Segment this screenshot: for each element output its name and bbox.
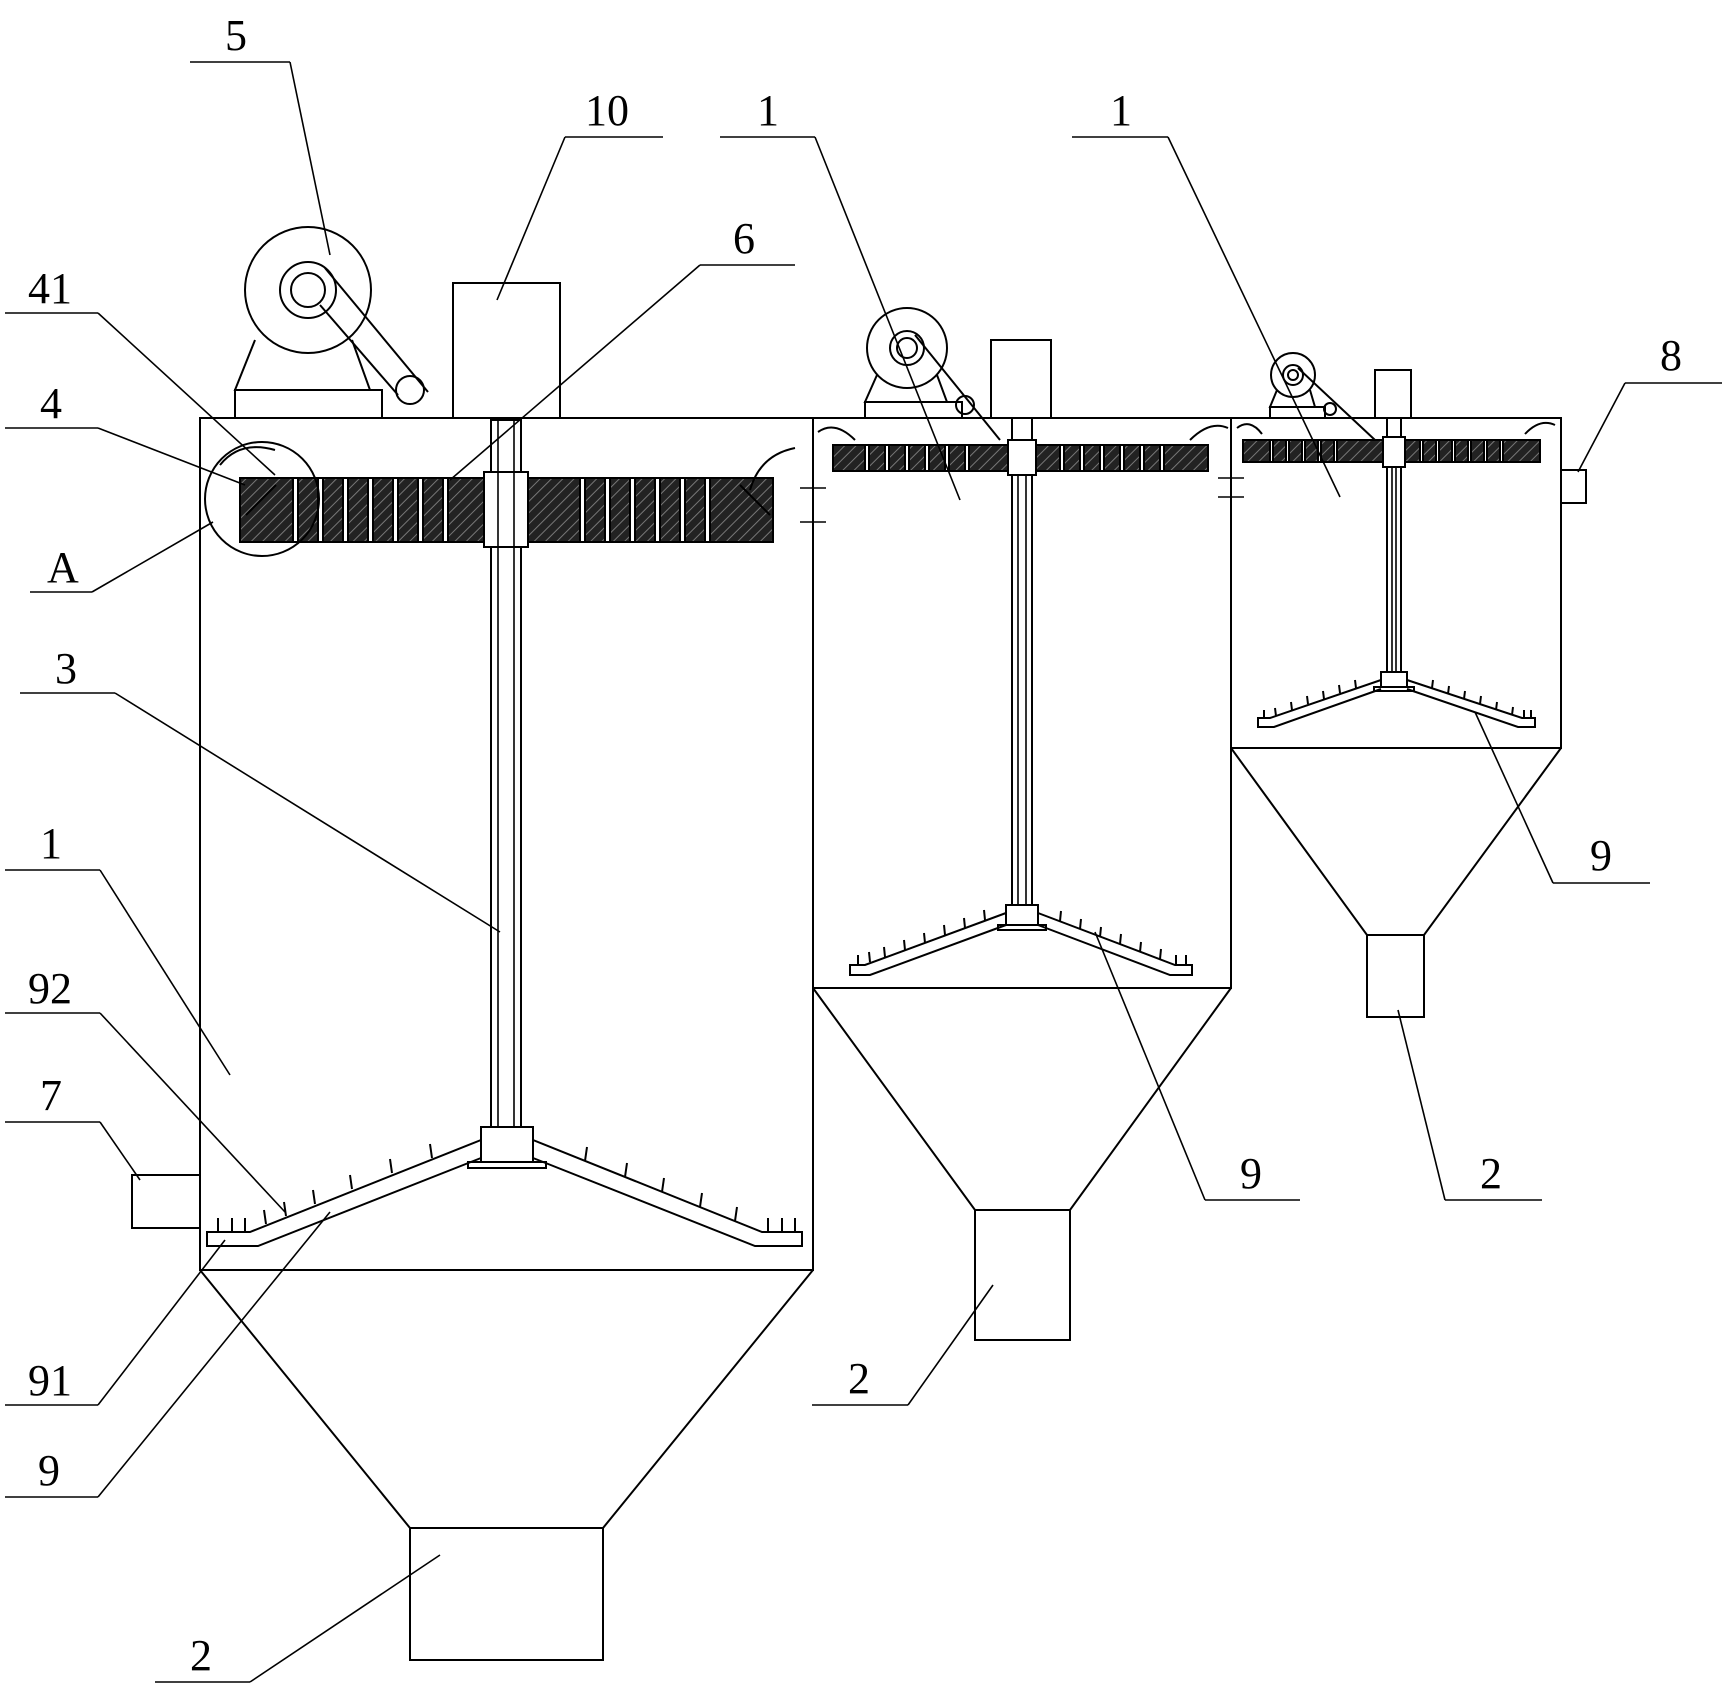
shaft-large xyxy=(490,546,522,1128)
label-91: 91 xyxy=(28,1356,72,1405)
reference-labels: 5 10 6 41 4 A 3 1 92 7 91 9 2 1 1 8 9 9 … xyxy=(28,11,1682,1680)
label-92: 92 xyxy=(28,964,72,1013)
label-2-middle: 2 xyxy=(848,1354,870,1403)
tank-small xyxy=(1218,352,1587,1018)
hub-large xyxy=(483,471,529,548)
motor-small xyxy=(1268,352,1376,441)
label-4: 4 xyxy=(40,379,62,428)
label-1-middle: 1 xyxy=(757,86,779,135)
inlet-pipe xyxy=(131,1174,201,1229)
tank-middle-outlet xyxy=(974,1209,1071,1341)
tank-small-outlet xyxy=(1366,934,1425,1018)
label-8: 8 xyxy=(1660,331,1682,380)
scraper-arm-right-middle xyxy=(1037,912,1193,976)
control-box-middle xyxy=(990,339,1052,419)
hub-bottom-large xyxy=(480,1126,534,1163)
label-5: 5 xyxy=(225,11,247,60)
leader-lines xyxy=(5,61,1722,1683)
label-10: 10 xyxy=(585,86,629,135)
tank-large xyxy=(131,226,814,1661)
label-3: 3 xyxy=(55,644,77,693)
motor-large xyxy=(233,226,429,419)
label-2-large: 2 xyxy=(190,1631,212,1680)
control-box-large xyxy=(452,282,561,419)
nozzle-left xyxy=(219,446,276,466)
tank-large-outlet xyxy=(409,1527,604,1661)
shaft-middle xyxy=(1011,474,1033,906)
detail-circle-a xyxy=(204,441,320,557)
scraper-arm-left-small xyxy=(1257,679,1382,728)
label-a: A xyxy=(47,543,79,592)
tank-middle-hopper xyxy=(812,987,1232,1211)
label-7: 7 xyxy=(40,1071,62,1120)
scraper-arm-left-middle xyxy=(849,912,1007,976)
label-9-middle: 9 xyxy=(1240,1149,1262,1198)
tank-large-hopper xyxy=(199,1269,814,1529)
nozzle-right xyxy=(749,447,796,491)
label-6: 6 xyxy=(733,214,755,263)
label-2-small: 2 xyxy=(1480,1149,1502,1198)
tank-middle-body xyxy=(812,417,1232,989)
label-41: 41 xyxy=(28,264,72,313)
control-box-small xyxy=(1374,369,1412,419)
scraper-arm-right-small xyxy=(1406,679,1536,728)
label-9-small: 9 xyxy=(1590,831,1612,880)
label-9-large: 9 xyxy=(38,1446,60,1495)
shaft-small xyxy=(1386,466,1402,673)
tank-small-hopper xyxy=(1230,747,1562,936)
scraper-arm-left-large xyxy=(206,1139,482,1247)
label-1-large: 1 xyxy=(40,819,62,868)
motor-middle xyxy=(863,307,1001,441)
scraper-arm-right-large xyxy=(532,1139,803,1247)
tank-middle xyxy=(800,307,1232,1341)
scraper-teeth-large xyxy=(217,1143,796,1232)
label-1-small: 1 xyxy=(1110,86,1132,135)
outlet-pipe xyxy=(1560,469,1587,504)
